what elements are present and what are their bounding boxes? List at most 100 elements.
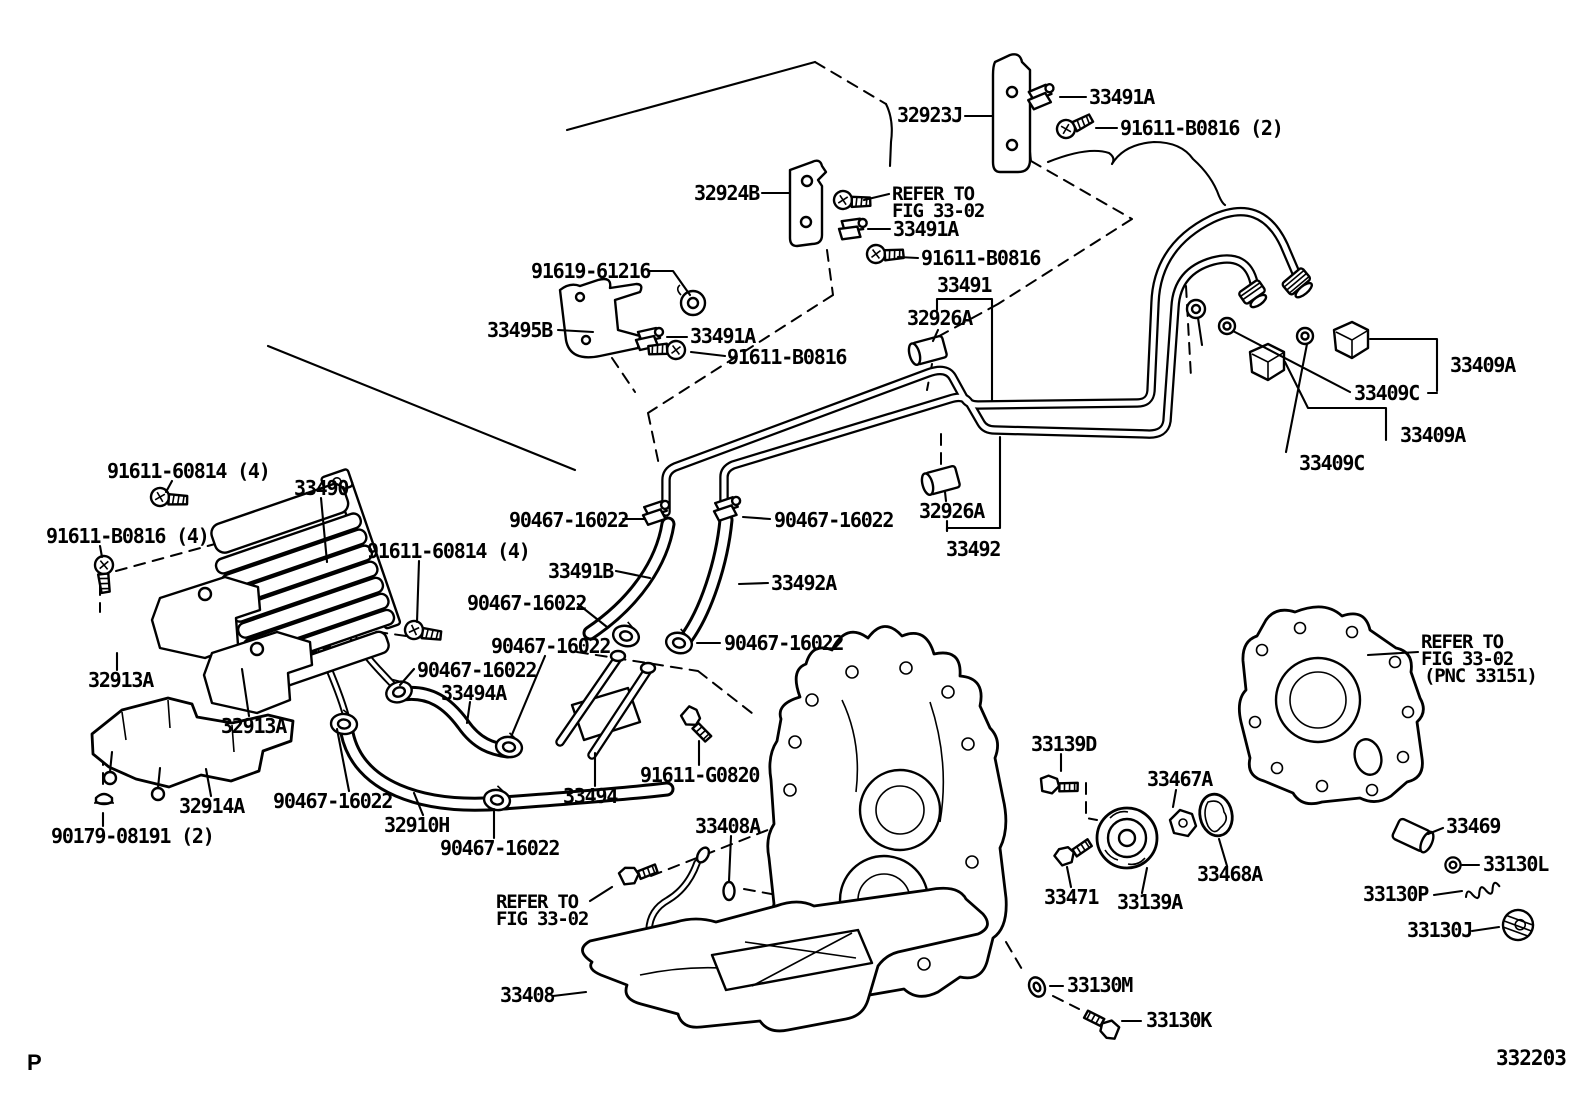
part-label: 91611-60814 (4) [107, 459, 270, 483]
part-label: 33409A [1450, 353, 1516, 377]
assembly-dash-lines [99, 61, 1192, 1010]
part-label: 91611-B0816 [727, 345, 846, 369]
part-label: 33409C [1299, 451, 1364, 475]
part-label: 32913A [221, 714, 287, 738]
part-label: 90467-16022 [491, 634, 610, 658]
bolt-refer-fig33-02 [616, 860, 661, 888]
part-label: 33408 [500, 983, 554, 1007]
rear-cover-33151 [1237, 605, 1425, 806]
part-label: 33491A [893, 217, 959, 241]
part-label: 91611-B0816 [921, 246, 1040, 270]
part-label: REFER TO [892, 183, 975, 205]
part-label: 91619-61216 [531, 259, 650, 283]
part-label: 33491B [548, 559, 614, 583]
part-label: 33492 [946, 537, 1000, 561]
part-label: REFER TO [1421, 631, 1504, 653]
part-label: 33409A [1400, 423, 1466, 447]
bolt-33471 [1051, 834, 1096, 869]
pipe-cushions-32926a [907, 334, 1002, 533]
part-label: 91611-B0816 (4) [46, 524, 209, 548]
bolt-33130k [1080, 1004, 1124, 1044]
bolt-33139d [1037, 773, 1081, 799]
screw-91611-60814 [401, 617, 445, 650]
part-label: 91611-G0820 [640, 763, 759, 787]
part-label: 33495B [487, 318, 553, 342]
part-label: 33467A [1147, 767, 1213, 791]
part-label: 90179-08191 (2) [51, 824, 214, 848]
part-label: 90467-16022 [273, 789, 392, 813]
part-label: 90467-16022 [509, 508, 628, 532]
vehicle-reference-lines [99, 60, 1227, 1010]
part-label: 32926A [907, 306, 973, 330]
screw-91611-60814 [147, 484, 191, 515]
part-label: 32926A [919, 499, 985, 523]
screw-91611-b0816 [1053, 111, 1097, 142]
pipe-union-fitting [1238, 279, 1268, 309]
plug-33130j [1501, 908, 1535, 942]
bracket-32914a [90, 696, 295, 789]
retainer-33468a [1198, 792, 1234, 838]
hose-clamp [711, 495, 744, 523]
bracket-33495b [558, 277, 643, 359]
plug-33469 [1391, 817, 1435, 854]
part-label: (PNC 33151) [1424, 665, 1537, 687]
part-label: 33130M [1067, 973, 1133, 997]
part-label: 33469 [1446, 814, 1500, 838]
part-label: 33408A [695, 814, 761, 838]
push-nut-90179 [94, 792, 114, 806]
o-ring-33130l [1444, 856, 1462, 874]
hose-clamp [609, 617, 644, 651]
part-label: 91611-B0816 (2) [1120, 116, 1283, 140]
part-label: 33471 [1044, 885, 1099, 909]
part-label: FIG 33-02 [496, 908, 588, 930]
bracket-32923j [991, 53, 1034, 174]
part-label: 32910H [384, 813, 449, 837]
part-label: 33492A [771, 571, 837, 595]
part-label: 33130P [1363, 882, 1429, 906]
pulley-33139a [1095, 806, 1159, 870]
o-ring-33408a [722, 880, 736, 902]
screw-refer-fig33-02 [831, 188, 874, 216]
part-label: 90467-16022 [417, 658, 536, 682]
part-label: 33494 [563, 784, 618, 808]
part-label: 33491A [690, 324, 756, 348]
part-label: 90467-16022 [724, 631, 843, 655]
bracket-32924b [788, 159, 828, 248]
part-label: FIG 33-02 [1421, 648, 1513, 670]
part-label: 33490 [294, 476, 348, 500]
grommet-91619 [676, 284, 707, 317]
pipe-clamp-33491a [836, 215, 869, 243]
oil-cooler-pipes [661, 206, 1313, 517]
page-code: P [27, 1050, 42, 1075]
check-valves-33409 [1217, 316, 1370, 382]
protector-33408 [581, 846, 989, 1033]
cooler-brackets [90, 575, 314, 806]
spring-33130p [1464, 881, 1501, 900]
o-ring-33409c [1295, 326, 1315, 346]
part-label: 90467-16022 [440, 836, 559, 860]
part-label: 90467-16022 [774, 508, 893, 532]
ball-stud [102, 770, 118, 786]
part-label: 91611-60814 (4) [367, 539, 530, 563]
part-label: 33130J [1407, 918, 1472, 942]
pipe-union-fitting [1281, 267, 1313, 299]
part-label: 33491A [1089, 85, 1155, 109]
screw-91611-b0816 [864, 242, 907, 269]
stud-pin [695, 846, 711, 864]
part-label: 32924B [694, 181, 760, 205]
part-label: REFER TO [496, 891, 579, 913]
part-label: 32913A [88, 668, 154, 692]
hose-clamp [328, 707, 360, 737]
part-label: 90467-16022 [467, 591, 586, 615]
part-label: 33494A [441, 681, 507, 705]
part-label: 32914A [179, 794, 245, 818]
part-label: 33139D [1031, 732, 1097, 756]
part-label: 33491 [937, 273, 992, 297]
part-label: 33409C [1354, 381, 1419, 405]
part-label: FIG 33-02 [892, 200, 984, 222]
upper-brackets [91, 53, 1097, 650]
part-label: 33130L [1483, 852, 1549, 876]
